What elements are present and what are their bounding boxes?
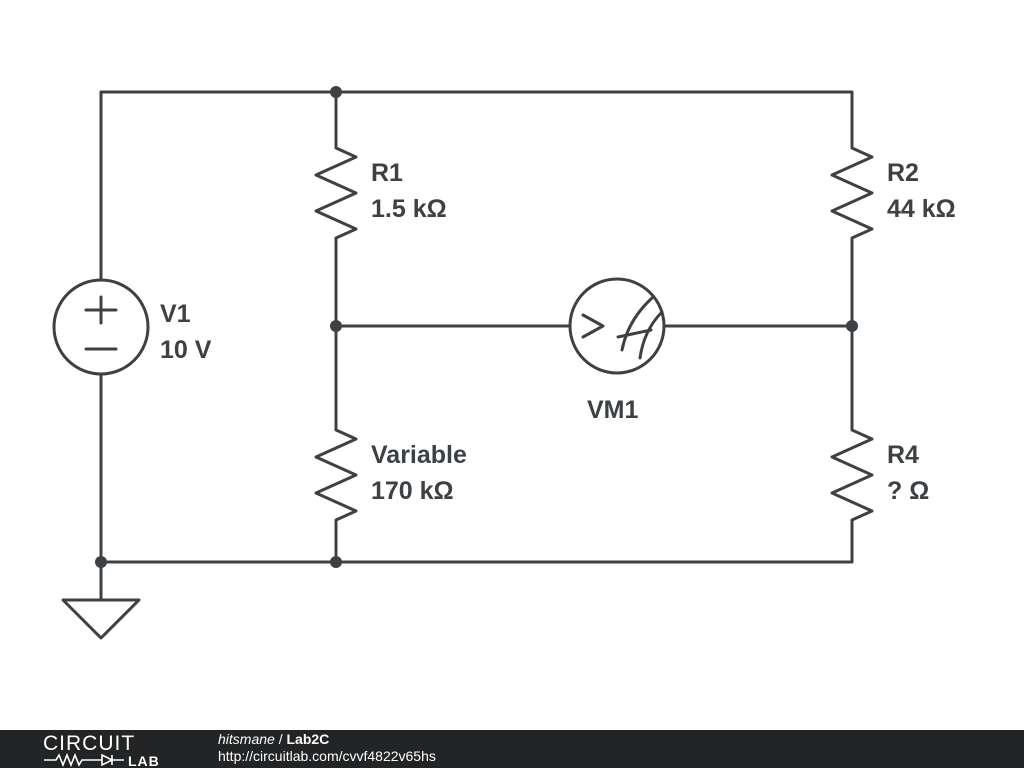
- v1-name-label: V1: [160, 300, 191, 328]
- r2-name-label: R2: [887, 159, 919, 187]
- v1-value-label: 10 V: [160, 336, 212, 364]
- r2-value-label: 44 kΩ: [887, 195, 956, 223]
- resistor-r2[interactable]: [830, 128, 874, 242]
- voltage-source-v1[interactable]: [52, 278, 150, 376]
- gauge-arc-icon: [620, 296, 664, 360]
- r4-name-label: R4: [887, 441, 919, 469]
- resistor-logo-icon: [44, 752, 124, 767]
- wires: [99, 90, 854, 602]
- logo-text-circuit: CIRCUIT: [43, 732, 135, 755]
- ground-icon: [61, 598, 141, 640]
- title-separator: /: [274, 731, 287, 747]
- circuit-schematic: R1 1.5 kΩ R2 44 kΩ V1 10 V VM1 Variable …: [52, 86, 956, 640]
- r1-name-label: R1: [371, 159, 403, 187]
- resistor-variable[interactable]: [314, 410, 358, 524]
- voltmeter-vm1[interactable]: [568, 277, 666, 375]
- circuitlab-logo[interactable]: CIRCUIT LAB: [42, 731, 182, 767]
- wire-top-rail: [99, 90, 854, 281]
- r1-value-label: 1.5 kΩ: [371, 195, 447, 223]
- voltmeter-v-icon: [581, 313, 605, 339]
- footer-title-line: hitsmane / Lab2C: [218, 731, 436, 748]
- plus-sign-icon: [84, 295, 118, 325]
- resistor-r1[interactable]: [314, 128, 358, 242]
- resistor-r4[interactable]: [830, 410, 874, 524]
- variable-value-label: 170 kΩ: [371, 477, 454, 505]
- logo-text-lab: LAB: [128, 753, 160, 767]
- gauge-needle-icon: [616, 328, 653, 339]
- footer-bar: CIRCUIT LAB hitsmane / Lab2C http://circ…: [0, 730, 1024, 768]
- r4-value-label: ? Ω: [887, 477, 929, 505]
- circuit-title[interactable]: Lab2C: [286, 731, 330, 747]
- wire-bottom-rail: [99, 373, 854, 564]
- junction-nodes: [95, 86, 858, 568]
- author-name[interactable]: hitsmane: [218, 731, 275, 747]
- circuit-url[interactable]: http://circuitlab.com/cvvf4822v65hs: [218, 748, 436, 764]
- variable-name-label: Variable: [371, 441, 467, 469]
- footer-info: hitsmane / Lab2C http://circuitlab.com/c…: [218, 731, 436, 765]
- vm1-name-label: VM1: [587, 396, 639, 424]
